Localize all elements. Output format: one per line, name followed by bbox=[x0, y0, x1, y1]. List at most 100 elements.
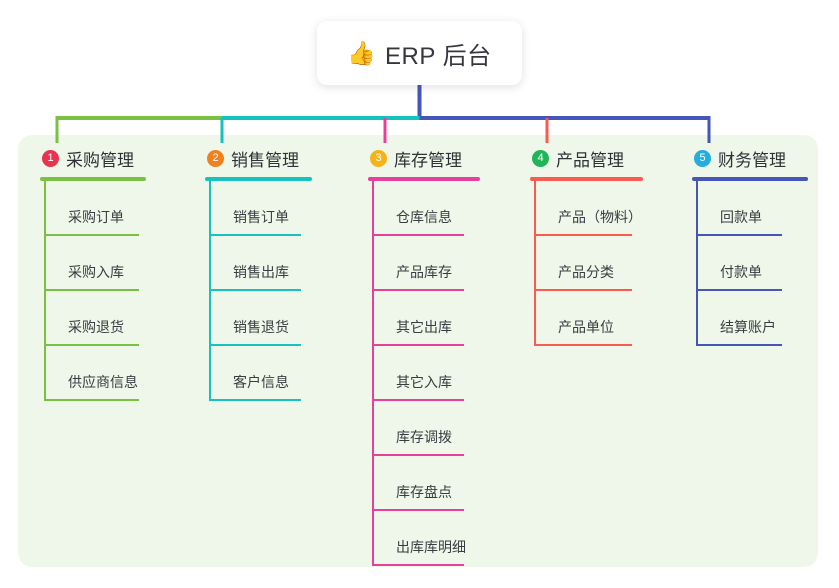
branch-1: 1 采购管理采购订单采购入库采购退货供应商信息 bbox=[40, 146, 146, 401]
branch-underline bbox=[530, 177, 643, 181]
branch-item-label: 回款单 bbox=[720, 209, 762, 225]
branch-item[interactable]: 库存盘点 bbox=[372, 456, 480, 511]
branch-title: 财务管理 bbox=[718, 150, 786, 170]
branch-item-underline bbox=[372, 289, 464, 291]
branches-background-panel bbox=[18, 135, 818, 567]
branch-item-underline bbox=[696, 234, 782, 236]
branch-title: 库存管理 bbox=[394, 150, 462, 170]
branch-item[interactable]: 结算账户 bbox=[696, 291, 808, 346]
branch-item-underline bbox=[372, 344, 464, 346]
branch-item[interactable]: 产品库存 bbox=[372, 236, 480, 291]
branch-item[interactable]: 销售退货 bbox=[209, 291, 312, 346]
branch-item-label: 结算账户 bbox=[720, 319, 776, 335]
root-node-label: ERP 后台 bbox=[385, 42, 492, 70]
branch-item-label: 供应商信息 bbox=[68, 374, 138, 390]
branch-item[interactable]: 产品（物料） bbox=[534, 181, 643, 236]
branch-item-label: 采购退货 bbox=[68, 319, 124, 335]
branch-items: 回款单付款单结算账户 bbox=[692, 181, 808, 346]
branch-header-3[interactable]: 3 库存管理 bbox=[368, 146, 480, 170]
branch-5: 5 财务管理回款单付款单结算账户 bbox=[692, 146, 808, 346]
branch-item[interactable]: 采购订单 bbox=[44, 181, 146, 236]
branch-items: 仓库信息产品库存其它出库其它入库库存调拨库存盘点出库库明细 bbox=[368, 181, 480, 566]
branch-item-underline bbox=[534, 344, 632, 346]
branch-item[interactable]: 采购入库 bbox=[44, 236, 146, 291]
branch-item-underline bbox=[696, 289, 782, 291]
branch-item-underline bbox=[372, 234, 464, 236]
branch-item[interactable]: 付款单 bbox=[696, 236, 808, 291]
branch-number-badge: 1 bbox=[42, 149, 59, 167]
branch-spine bbox=[534, 181, 536, 346]
branch-item[interactable]: 产品分类 bbox=[534, 236, 643, 291]
branch-item-label: 产品库存 bbox=[396, 264, 452, 280]
branch-item-underline bbox=[44, 234, 139, 236]
branch-number-badge: 2 bbox=[207, 149, 224, 167]
branch-item-underline bbox=[209, 234, 301, 236]
branch-item-underline bbox=[44, 399, 139, 401]
branch-items: 销售订单销售出库销售退货客户信息 bbox=[205, 181, 312, 401]
branch-item-underline bbox=[209, 399, 301, 401]
branch-item-label: 其它入库 bbox=[396, 374, 452, 390]
branch-item-label: 销售退货 bbox=[233, 319, 289, 335]
root-node[interactable]: 👍 ERP 后台 bbox=[317, 21, 522, 85]
branch-item-underline bbox=[372, 454, 464, 456]
branch-item[interactable]: 客户信息 bbox=[209, 346, 312, 401]
branch-item[interactable]: 供应商信息 bbox=[44, 346, 146, 401]
branch-item-label: 采购订单 bbox=[68, 209, 124, 225]
branch-item[interactable]: 出库库明细 bbox=[372, 511, 480, 566]
branch-item-underline bbox=[534, 234, 632, 236]
branch-item-underline bbox=[372, 399, 464, 401]
branch-item-underline bbox=[209, 289, 301, 291]
thumbs-up-icon: 👍 bbox=[347, 39, 377, 66]
branch-item-label: 产品分类 bbox=[558, 264, 614, 280]
branch-item[interactable]: 其它入库 bbox=[372, 346, 480, 401]
branch-item-label: 产品（物料） bbox=[558, 209, 642, 225]
branch-item[interactable]: 销售订单 bbox=[209, 181, 312, 236]
branch-item[interactable]: 销售出库 bbox=[209, 236, 312, 291]
branch-4: 4 产品管理产品（物料） 产品分类产品单位 bbox=[530, 146, 643, 346]
branch-item-label: 库存调拨 bbox=[396, 429, 452, 445]
branch-item-underline bbox=[372, 564, 464, 566]
branch-item-label: 出库库明细 bbox=[396, 539, 466, 555]
branch-item[interactable]: 采购退货 bbox=[44, 291, 146, 346]
branch-item-label: 付款单 bbox=[720, 264, 762, 280]
branch-spine bbox=[209, 181, 211, 401]
branch-3: 3 库存管理仓库信息产品库存其它出库其它入库库存调拨库存盘点出库库明细 bbox=[368, 146, 480, 566]
branch-item-label: 库存盘点 bbox=[396, 484, 452, 500]
branch-header-5[interactable]: 5 财务管理 bbox=[692, 146, 808, 170]
branch-underline bbox=[205, 177, 312, 181]
branch-item-underline bbox=[209, 344, 301, 346]
branch-underline bbox=[692, 177, 808, 181]
branch-item-label: 其它出库 bbox=[396, 319, 452, 335]
branch-underline bbox=[368, 177, 480, 181]
branch-spine bbox=[372, 181, 374, 566]
branch-item-label: 采购入库 bbox=[68, 264, 124, 280]
branch-item-underline bbox=[534, 289, 632, 291]
branch-items: 产品（物料） 产品分类产品单位 bbox=[530, 181, 643, 346]
branch-number-badge: 5 bbox=[694, 149, 711, 167]
branch-number-badge: 4 bbox=[532, 149, 549, 167]
branch-item-underline bbox=[44, 344, 139, 346]
branch-item-underline bbox=[372, 509, 464, 511]
branch-item-label: 销售出库 bbox=[233, 264, 289, 280]
branch-item[interactable]: 库存调拨 bbox=[372, 401, 480, 456]
branch-header-1[interactable]: 1 采购管理 bbox=[40, 146, 146, 170]
branch-item-underline bbox=[696, 344, 782, 346]
branch-item[interactable]: 回款单 bbox=[696, 181, 808, 236]
branch-item-underline bbox=[44, 289, 139, 291]
branch-item[interactable]: 其它出库 bbox=[372, 291, 480, 346]
branch-underline bbox=[40, 177, 146, 181]
branch-title: 采购管理 bbox=[66, 150, 134, 170]
branch-header-4[interactable]: 4 产品管理 bbox=[530, 146, 643, 170]
branch-spine bbox=[696, 181, 698, 346]
branch-title: 销售管理 bbox=[231, 150, 299, 170]
branch-item-label: 销售订单 bbox=[233, 209, 289, 225]
branch-number-badge: 3 bbox=[370, 149, 387, 167]
branch-item-label: 客户信息 bbox=[233, 374, 289, 390]
branch-item[interactable]: 产品单位 bbox=[534, 291, 643, 346]
branch-spine bbox=[44, 181, 46, 401]
branch-title: 产品管理 bbox=[556, 150, 624, 170]
branch-item[interactable]: 仓库信息 bbox=[372, 181, 480, 236]
branch-2: 2 销售管理销售订单销售出库销售退货客户信息 bbox=[205, 146, 312, 401]
branch-header-2[interactable]: 2 销售管理 bbox=[205, 146, 312, 170]
